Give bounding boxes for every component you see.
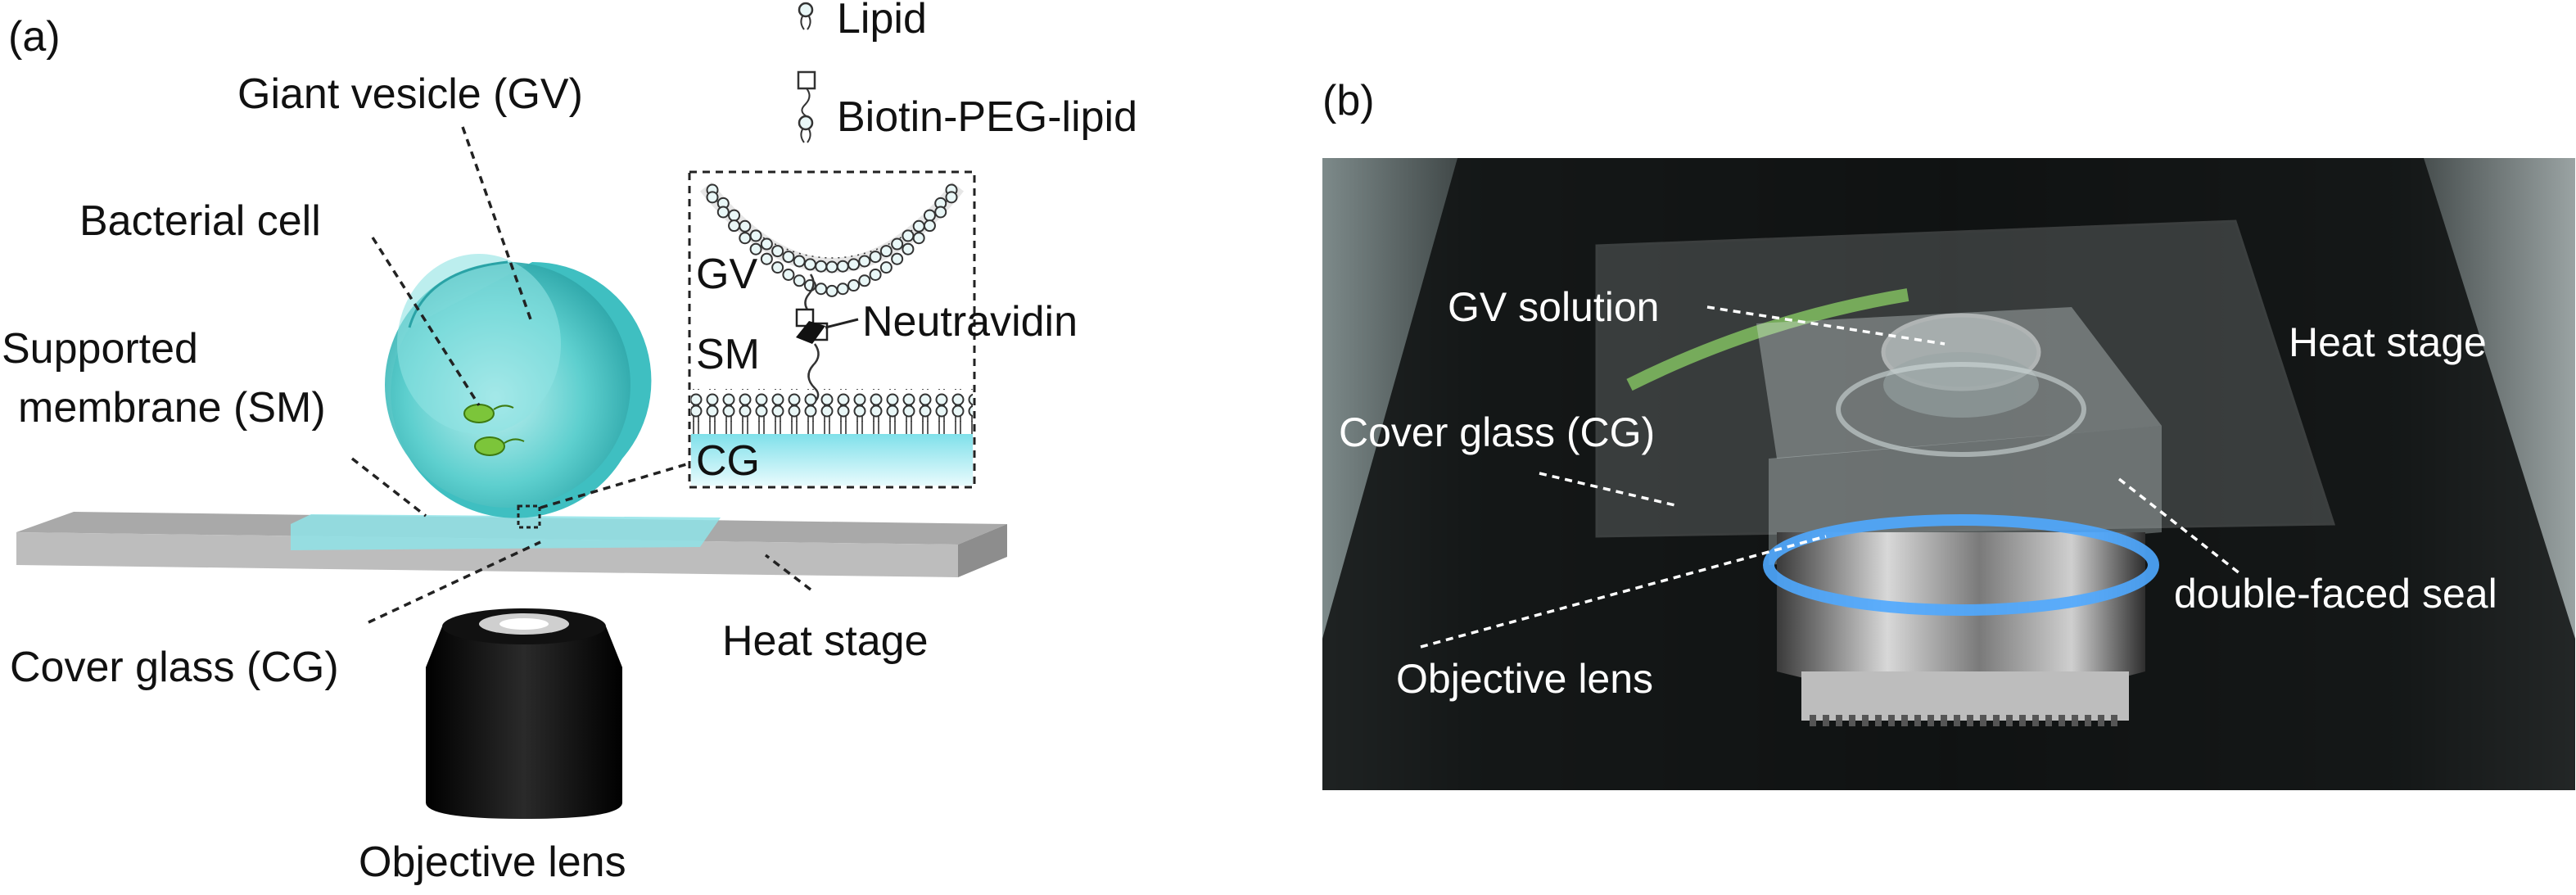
inset-label-cg: CG — [696, 437, 760, 485]
label-objective-lens: Objective lens — [359, 838, 626, 886]
inset-label-gv: GV — [696, 251, 757, 298]
gv-lipid-head — [739, 219, 752, 233]
peg-tether-top — [804, 273, 815, 314]
gv-lipid-head — [923, 219, 936, 233]
inset-label-neutravidin: Neutravidin — [862, 298, 1078, 346]
panel-b-leaders — [1420, 305, 2241, 649]
panel-a-leaders — [350, 126, 812, 624]
panel-b: (b) — [1322, 77, 2575, 790]
gv-lipid-head — [793, 255, 806, 268]
gv-lipid-head — [879, 261, 893, 274]
gv-lipid-head — [716, 206, 730, 219]
gv-lipid-head — [934, 206, 947, 219]
gv-lipid-head — [760, 252, 773, 265]
gv-lipid-head — [902, 242, 915, 255]
gv-lipid-head — [782, 268, 795, 281]
gv-lipid-head — [912, 219, 925, 233]
gv-lipid-head — [815, 283, 828, 296]
gv-lipid-head — [803, 258, 816, 271]
gv-lipid-head — [739, 232, 752, 245]
label-cover-glass: Cover glass (CG) — [10, 644, 339, 691]
gv-lipid-head — [902, 229, 915, 242]
biotin-peg-lipid-symbol — [797, 70, 816, 143]
gv-lipid-head — [728, 209, 741, 222]
lipid-symbol — [798, 2, 814, 30]
label-cover-glass-photo: Cover glass (CG) — [1339, 409, 1655, 455]
gv-lipid-head — [858, 255, 871, 268]
panel-a: (a) — [2, 0, 1137, 886]
panel-a-tag: (a) — [8, 13, 61, 61]
legend-lipid: Lipid — [837, 0, 927, 43]
gv-lipid-head — [891, 237, 904, 251]
photograph — [1322, 158, 2575, 790]
label-bacterial-cell: Bacterial cell — [79, 197, 321, 245]
label-supported-membrane-2: membrane (SM) — [18, 384, 326, 432]
gv-lipid-head — [793, 274, 806, 287]
legend-biotin-peg-lipid: Biotin-PEG-lipid — [837, 93, 1137, 141]
gv-lipid-head — [847, 258, 861, 271]
cover-glass-plate — [291, 514, 721, 550]
label-heat-stage: Heat stage — [722, 617, 929, 665]
legend: Lipid Biotin-PEG-lipid — [797, 0, 1137, 143]
gv-lipid-head — [945, 191, 958, 204]
panel-b-tag: (b) — [1322, 77, 1375, 124]
contact-zoom-box — [517, 504, 541, 529]
membrane-inset: GV SM CG Neutravidin — [688, 170, 1078, 489]
gv-lipid-head — [912, 232, 925, 245]
gv-lipid-head — [782, 251, 795, 264]
sm-bilayer-bottom — [691, 405, 973, 438]
cg-band — [691, 434, 973, 486]
neutravidin-leader — [825, 318, 859, 329]
objective-lens-drawing — [426, 608, 622, 819]
gv-lipid-head — [771, 245, 784, 258]
gv-lipid-head — [836, 283, 849, 296]
gv-lipid-head — [825, 284, 838, 297]
label-objective-lens-photo: Objective lens — [1396, 656, 1653, 702]
gv-lipid-head — [706, 191, 719, 204]
gv-lipid-head — [879, 245, 893, 258]
gv-lipid-head — [836, 260, 849, 273]
gv-lipid-head — [847, 279, 861, 292]
gv-lipid-head — [728, 219, 741, 233]
inset-label-sm: SM — [696, 331, 760, 378]
gv-lipid-head — [815, 260, 828, 273]
label-supported-membrane-1: Supported — [2, 325, 198, 373]
gv-lipid-heads — [706, 183, 958, 297]
gv-lipid-head — [869, 268, 882, 281]
giant-vesicle — [385, 254, 652, 518]
label-heat-stage-photo: Heat stage — [2289, 319, 2487, 365]
label-gv-solution: GV solution — [1448, 284, 1659, 330]
gv-lipid-head — [760, 237, 773, 251]
gv-lipid-head — [771, 261, 784, 274]
gv-lipid-head — [825, 260, 838, 273]
gv-lipid-head — [923, 209, 936, 222]
label-giant-vesicle: Giant vesicle (GV) — [237, 70, 583, 118]
label-double-faced-seal: double-faced seal — [2174, 571, 2497, 617]
bacterial-cells — [463, 404, 525, 456]
gv-lipid-head — [891, 252, 904, 265]
gv-lipid-head — [749, 242, 762, 255]
gv-lipid-head — [749, 229, 762, 242]
gv-lipid-head — [858, 274, 871, 287]
gv-lipid-head — [869, 251, 882, 264]
neutravidin-symbol — [795, 308, 829, 344]
